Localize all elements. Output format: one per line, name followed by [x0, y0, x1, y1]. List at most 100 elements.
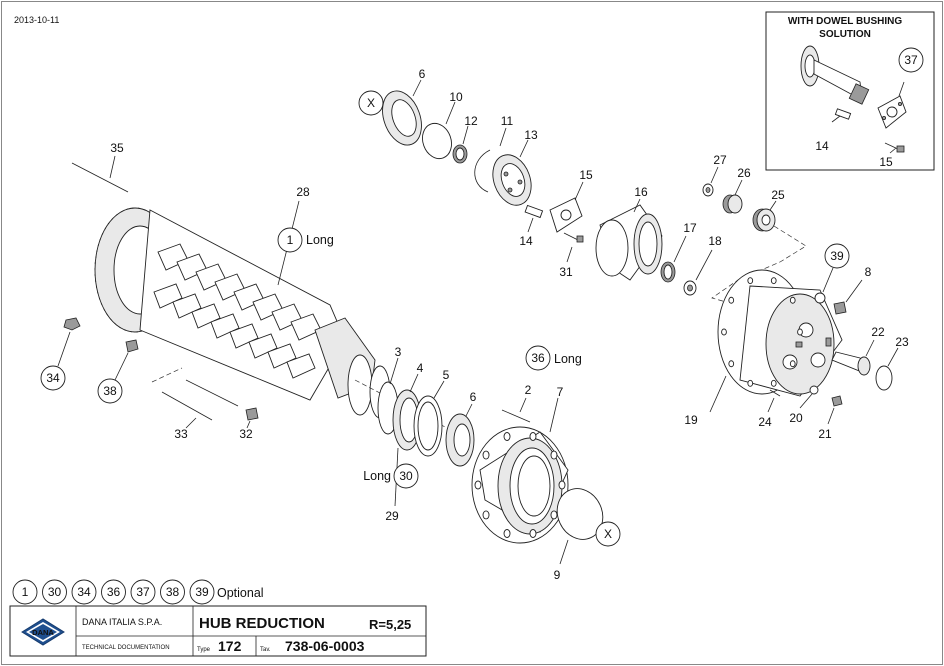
- housing-rib: [267, 343, 297, 369]
- callout-39: 39: [830, 249, 844, 263]
- callout-29: 29: [385, 509, 399, 523]
- callout-22: 22: [871, 325, 885, 339]
- legend-circle: [130, 579, 156, 605]
- carrier-hole: [770, 277, 777, 285]
- callout-17: 17: [683, 221, 697, 235]
- hub-stud-holes: [474, 432, 566, 538]
- callout-30: 30: [399, 469, 413, 483]
- callout-x-a: X: [367, 96, 375, 110]
- callout-11: 11: [501, 114, 514, 128]
- callout-31: 31: [559, 265, 573, 279]
- callout-24: 24: [758, 415, 772, 429]
- callout-34: 34: [46, 371, 60, 385]
- callout-25: 25: [771, 188, 785, 202]
- planet-carrier-19: [717, 269, 843, 397]
- carrier-hole: [747, 277, 754, 285]
- nut-38: [125, 339, 139, 353]
- nut-32: [245, 407, 259, 421]
- hub-hole: [482, 510, 490, 520]
- hub-hole: [503, 529, 511, 538]
- housing-rib: [153, 283, 183, 309]
- callout-15: 15: [579, 168, 593, 182]
- legend-circle: [160, 579, 185, 605]
- legend-circle: [189, 579, 215, 605]
- drawing-date: 2013-10-11: [14, 15, 59, 25]
- legend-item: 30: [48, 585, 62, 599]
- dowel-bushing-inset: WITH DOWEL BUSHING SOLUTION 37 14 15: [765, 11, 935, 171]
- carrier-hole: [747, 379, 754, 387]
- housing-rib: [172, 293, 202, 319]
- callout-8: 8: [865, 265, 872, 279]
- callout-21: 21: [818, 427, 832, 441]
- dana-logo: DANA: [21, 618, 65, 646]
- screw-8: [833, 301, 847, 315]
- callout-13: 13: [524, 128, 538, 142]
- hub-hole: [529, 432, 537, 441]
- callout-38: 38: [103, 384, 117, 398]
- callout-34-circle: [40, 365, 66, 391]
- snap-ring-11: [474, 149, 491, 193]
- callout-x-b-circle: [595, 521, 621, 547]
- screw-21: [831, 395, 843, 407]
- carrier-hole: [797, 328, 803, 336]
- callout-30-circle: [393, 463, 419, 489]
- callout-19: 19: [684, 413, 698, 427]
- inset-title-line1: WITH DOWEL BUSHING: [788, 16, 902, 27]
- inset-frame: [765, 11, 935, 171]
- housing-rib: [248, 333, 278, 359]
- callout-14: 14: [519, 234, 533, 248]
- hub-hole: [503, 432, 511, 441]
- washer-39: [814, 292, 826, 304]
- carrier-hole: [789, 296, 796, 304]
- dowel-14: [524, 204, 544, 219]
- callout-10: 10: [449, 90, 463, 104]
- legend-circle: [71, 579, 97, 605]
- inset-callout-14: 14: [815, 139, 829, 153]
- callout-36: 36: [531, 351, 545, 365]
- carrier-hole: [728, 296, 735, 304]
- callout-18: 18: [708, 234, 722, 248]
- callout-32: 32: [239, 427, 253, 441]
- inset-dowel: [834, 108, 852, 120]
- legend-item: 1: [22, 585, 29, 599]
- legend-item: 36: [107, 585, 121, 599]
- callout-12: 12: [464, 114, 478, 128]
- inset-title-line2: SOLUTION: [819, 29, 871, 40]
- tav-value: 738-06-0003: [285, 638, 365, 654]
- callout-3: 3: [395, 345, 402, 359]
- hub-hole: [482, 450, 490, 460]
- bolt-33b: [185, 379, 239, 407]
- type-value: 172: [218, 638, 242, 654]
- housing-fins: [153, 243, 322, 379]
- callout-23: 23: [895, 335, 909, 349]
- legend-item: 39: [195, 585, 209, 599]
- legend-item: 37: [136, 585, 150, 599]
- hub-hole: [550, 510, 558, 520]
- callout-x-b: X: [604, 527, 612, 541]
- legend-circle: [101, 579, 126, 605]
- housing-rib: [286, 353, 316, 379]
- nut-34: [63, 317, 81, 331]
- callout-27: 27: [713, 153, 727, 167]
- title-block-frame: [9, 605, 427, 657]
- carrier-hole: [728, 360, 735, 368]
- callout-39-circle: [824, 243, 850, 269]
- o-ring-23: [875, 365, 893, 391]
- carrier-hole: [789, 360, 796, 368]
- legend-circle: [42, 579, 67, 605]
- housing-rib: [210, 313, 240, 339]
- callout-4: 4: [417, 361, 424, 375]
- callout-38-circle: [97, 378, 123, 404]
- callout-1: 1: [287, 233, 294, 247]
- stud-35: [71, 162, 129, 193]
- carrier-hole: [770, 379, 777, 387]
- tav-label: Tav.: [260, 647, 271, 653]
- housing-rib: [229, 323, 259, 349]
- hub-hole: [550, 450, 558, 460]
- callout-7: 7: [557, 385, 564, 399]
- callout-6b: 6: [470, 390, 477, 404]
